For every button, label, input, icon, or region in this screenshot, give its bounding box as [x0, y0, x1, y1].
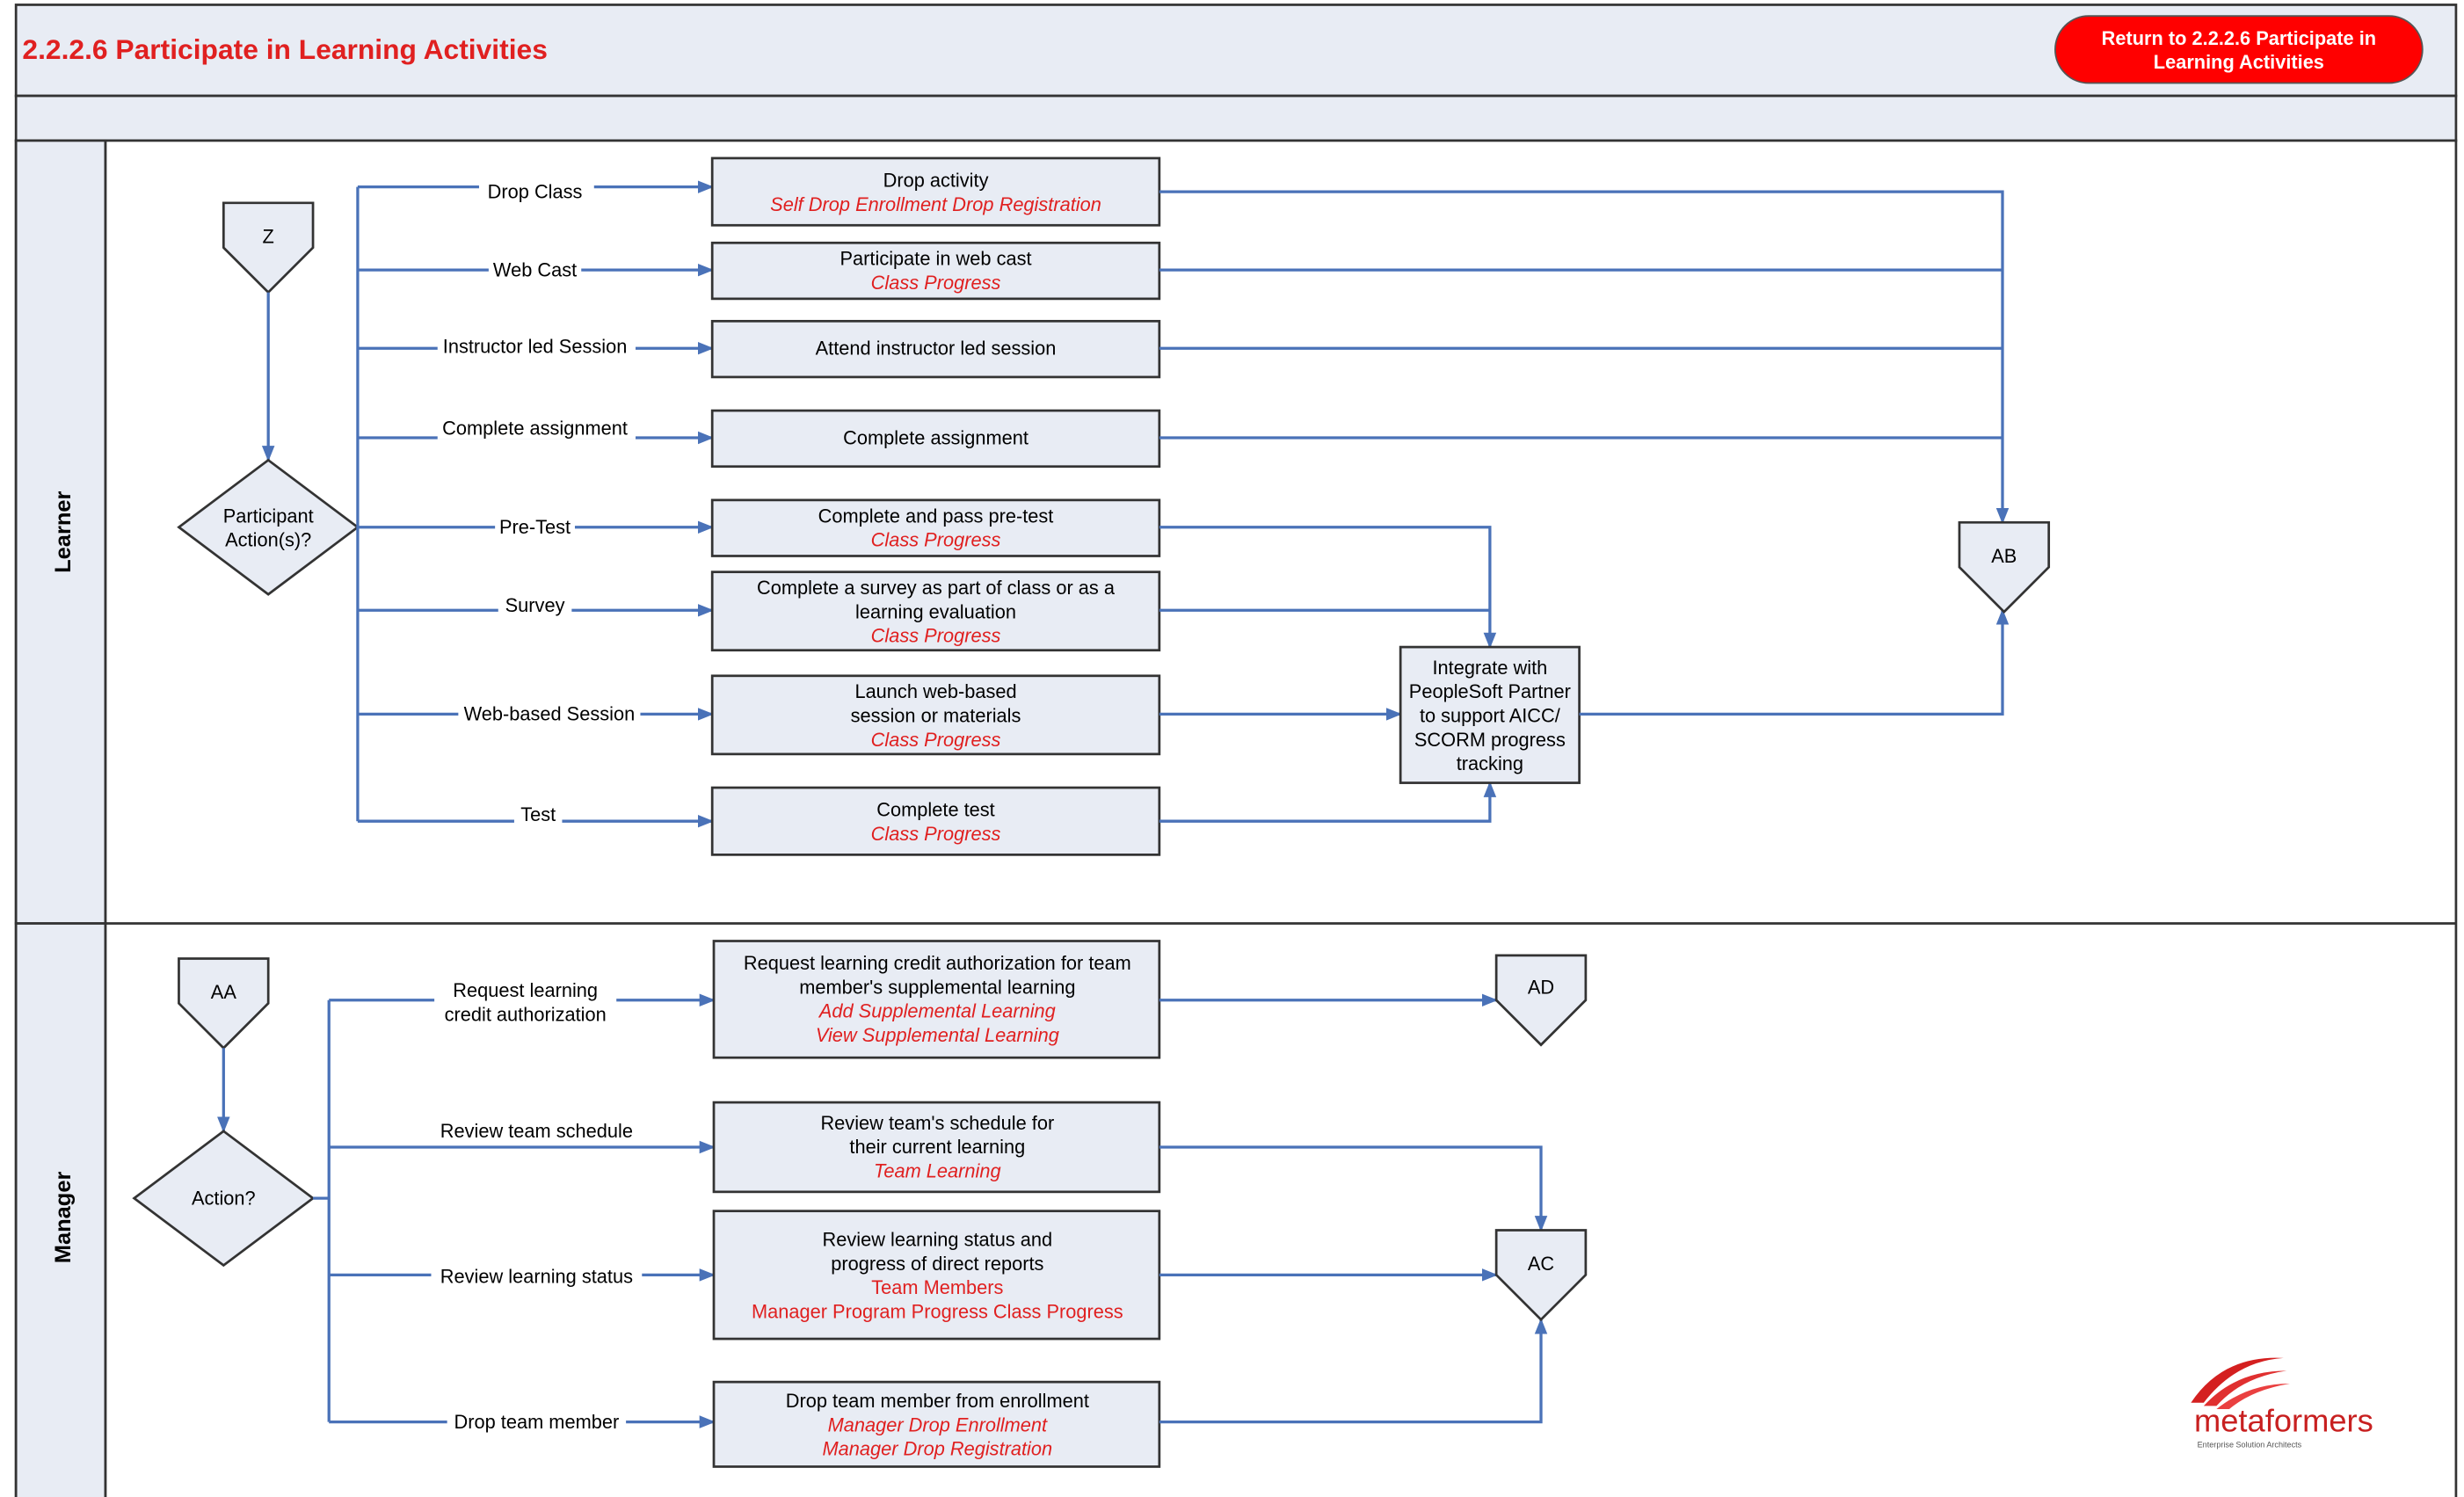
task-instructor-led-text: Attend instructor led session — [816, 337, 1057, 359]
branch-survey-label: Survey — [505, 594, 565, 616]
branch-web-based-session-label: Web-based Session — [464, 703, 636, 725]
lane-header-strip — [14, 94, 2458, 142]
link-view-supplemental-learning[interactable]: View Supplemental Learning — [816, 1024, 1059, 1046]
decision-participant-line-1: Participant — [223, 505, 314, 527]
connector-z — [222, 201, 315, 294]
page-title: 2.2.2.6 Participate in Learning Activiti… — [22, 33, 547, 65]
branch-request-credit-line-1: Request learning — [453, 979, 598, 1001]
task-review-schedule-line-1: Review team's schedule for — [820, 1112, 1054, 1134]
link-class-progress-test[interactable]: Class Progress — [871, 823, 1001, 845]
integrate-line-1: Integrate with — [1432, 657, 1547, 679]
lane-manager: Manager — [51, 1172, 76, 1264]
logo-text: metaformers — [2194, 1402, 2373, 1438]
branch-drop-team-member-label: Drop team member — [454, 1411, 620, 1433]
integrate-line-5: tracking — [1457, 752, 1523, 774]
branch-test-label: Test — [520, 803, 556, 825]
task-review-learning-status — [712, 1210, 1161, 1341]
connector-aa-label: AA — [211, 981, 237, 1003]
task-integrate-peoplesoft — [1399, 645, 1581, 784]
task-request-credit-line-1: Request learning credit authorization fo… — [744, 952, 1131, 974]
decision-participant-action — [177, 458, 360, 596]
branch-complete-assignment-label: Complete assignment — [442, 417, 628, 439]
link-team-members[interactable]: Team Members — [871, 1276, 1003, 1298]
link-manager-program-progress[interactable]: Manager Program Progress Class Progress — [752, 1300, 1123, 1322]
link-class-progress-web-based[interactable]: Class Progress — [871, 729, 1001, 751]
decision-manager-label: Action? — [192, 1187, 256, 1209]
lanes-frame — [14, 139, 2458, 1497]
header-bar — [14, 4, 2458, 98]
branch-instructor-led-label: Instructor led Session — [443, 336, 628, 358]
task-drop-activity-text: Drop activity — [883, 170, 989, 192]
connector-ab — [1958, 520, 2051, 614]
link-self-drop-enrollment[interactable]: Self Drop Enrollment Drop Registration — [770, 193, 1101, 215]
branch-pre-test-label: Pre-Test — [499, 516, 571, 538]
connector-ac-label: AC — [1528, 1253, 1554, 1275]
connector-aa — [178, 957, 270, 1050]
task-complete-survey — [710, 570, 1161, 652]
link-manager-drop-enrollment[interactable]: Manager Drop Enrollment — [828, 1413, 1048, 1435]
task-drop-team-text: Drop team member from enrollment — [786, 1390, 1089, 1412]
return-button-line-2: Learning Activities — [2154, 51, 2324, 73]
link-team-learning[interactable]: Team Learning — [874, 1159, 1001, 1181]
task-complete-assignment-text: Complete assignment — [843, 426, 1028, 448]
task-drop-team-member — [712, 1380, 1161, 1468]
return-button[interactable]: Return to 2.2.2.6 Participate in Learnin… — [2054, 15, 2424, 84]
task-attend-instructor-led — [710, 319, 1161, 379]
branch-web-cast-label: Web Cast — [493, 258, 577, 280]
branch-request-credit-line-2: credit authorization — [445, 1003, 607, 1025]
task-complete-test — [710, 786, 1161, 856]
connector-ad-label: AD — [1528, 976, 1554, 998]
task-web-based-line-2: session or materials — [851, 705, 1021, 727]
connector-ad — [1494, 954, 1588, 1047]
link-class-progress-survey[interactable]: Class Progress — [871, 625, 1001, 647]
task-review-schedule-line-2: their current learning — [849, 1136, 1025, 1158]
branch-review-team-schedule-label: Review team schedule — [440, 1120, 633, 1142]
connector-ac — [1494, 1229, 1588, 1322]
task-review-status-line-2: progress of direct reports — [831, 1253, 1043, 1275]
task-test-text: Complete test — [876, 799, 994, 821]
integrate-line-3: to support AICC/ — [1420, 705, 1561, 727]
decision-participant-line-2: Action(s)? — [225, 529, 311, 551]
decision-manager-action — [132, 1130, 316, 1268]
connector-ab-label: AB — [1991, 545, 2017, 567]
logo-tagline: Enterprise Solution Architects — [2198, 1441, 2302, 1450]
link-add-supplemental-learning[interactable]: Add Supplemental Learning — [818, 1000, 1056, 1022]
lane-label-manager-bg — [14, 922, 107, 1497]
task-complete-assignment — [710, 409, 1161, 469]
branch-review-learning-status-label: Review learning status — [440, 1265, 633, 1287]
task-review-status-line-1: Review learning status and — [823, 1229, 1053, 1251]
task-web-based-line-1: Launch web-based — [854, 680, 1016, 702]
task-request-credit-line-2: member's supplemental learning — [799, 976, 1075, 998]
task-launch-web-based — [710, 674, 1161, 756]
task-survey-line-1: Complete a survey as part of class or as… — [757, 577, 1116, 599]
branch-drop-class-label: Drop Class — [488, 180, 583, 202]
task-web-cast-text: Participate in web cast — [840, 248, 1032, 270]
integrate-line-2: PeopleSoft Partner — [1409, 680, 1571, 702]
return-button-line-1: Return to 2.2.2.6 Participate in — [2102, 27, 2376, 49]
connector-z-label: Z — [263, 225, 274, 247]
lane-learner: Learner — [51, 491, 76, 572]
link-class-progress-webcast[interactable]: Class Progress — [871, 272, 1001, 294]
link-class-progress-pretest[interactable]: Class Progress — [871, 529, 1001, 551]
task-pre-test-text: Complete and pass pre-test — [818, 505, 1054, 527]
integrate-line-4: SCORM progress — [1414, 729, 1566, 751]
metaformers-logo: metaformers Enterprise Solution Architec… — [2191, 1357, 2373, 1450]
task-survey-line-2: learning evaluation — [855, 600, 1016, 622]
link-manager-drop-registration[interactable]: Manager Drop Registration — [823, 1438, 1053, 1460]
